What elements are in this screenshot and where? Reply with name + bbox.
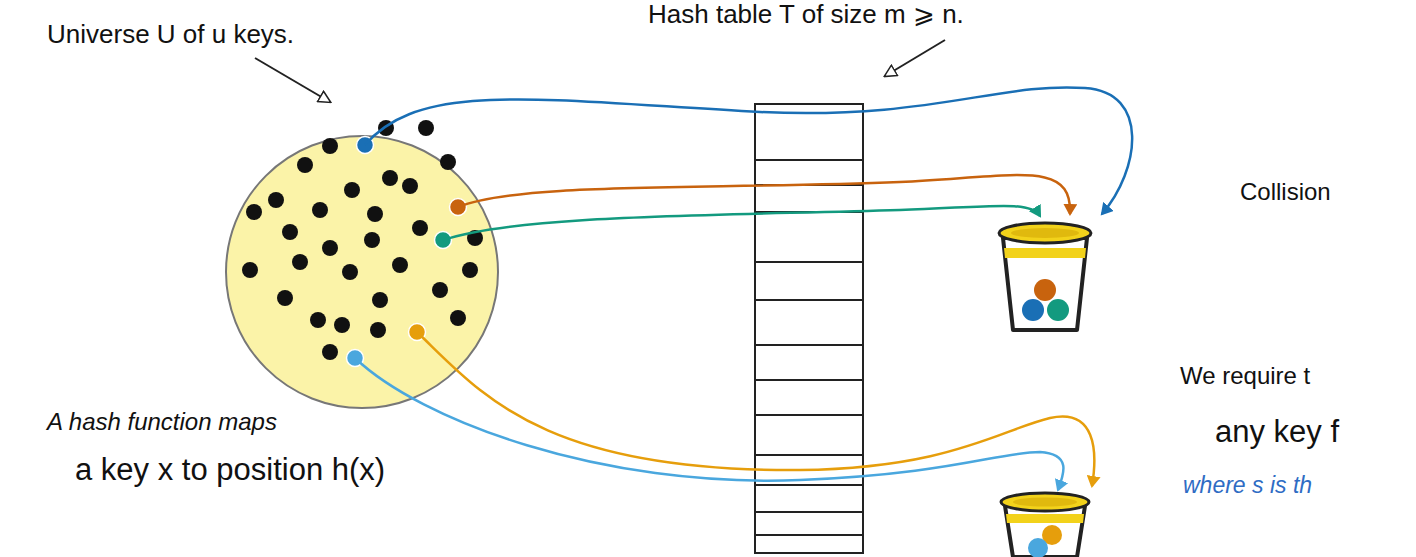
hash-caption: A hash function maps bbox=[47, 408, 277, 436]
key-dot bbox=[322, 344, 338, 360]
hash-table bbox=[755, 104, 863, 553]
key-dot bbox=[370, 322, 386, 338]
key-dots bbox=[242, 120, 483, 367]
note-text: We require t bbox=[1180, 362, 1310, 390]
key-dot bbox=[246, 204, 262, 220]
universe-label: Universe U of u keys. bbox=[47, 20, 294, 50]
note-text: Collision bbox=[1240, 178, 1331, 206]
key-dot bbox=[242, 262, 258, 278]
key-dot bbox=[432, 282, 448, 298]
note-text: any key f bbox=[1215, 414, 1339, 450]
key-dot bbox=[268, 192, 284, 208]
hash-caption: a key x to position h(x) bbox=[75, 452, 385, 488]
key-dot bbox=[440, 154, 456, 170]
key-dot bbox=[392, 257, 408, 273]
key-dot bbox=[342, 264, 358, 280]
key-dot bbox=[322, 138, 338, 154]
key-dot bbox=[450, 310, 466, 326]
key-dot bbox=[312, 202, 328, 218]
key-dot bbox=[322, 240, 338, 256]
universe-circle bbox=[226, 136, 498, 408]
key-dot bbox=[277, 290, 293, 306]
key-dot bbox=[344, 182, 360, 198]
key-dot bbox=[412, 220, 428, 236]
note-text: where s is th bbox=[1183, 472, 1312, 498]
key-dot bbox=[297, 157, 313, 173]
key-dot bbox=[372, 292, 388, 308]
key-dot bbox=[310, 312, 326, 328]
table-label: Hash table T of size m ⩾ n. bbox=[648, 0, 964, 30]
key-dot bbox=[282, 224, 298, 240]
key-dot bbox=[418, 120, 434, 136]
key-dot bbox=[334, 317, 350, 333]
callout-arrow bbox=[885, 40, 945, 76]
key-dot bbox=[367, 206, 383, 222]
bucket bbox=[1001, 493, 1089, 557]
key-dot bbox=[462, 262, 478, 278]
key-dot bbox=[382, 170, 398, 186]
callout-arrow bbox=[255, 58, 330, 102]
bucket bbox=[999, 223, 1091, 330]
hash-arrows bbox=[355, 87, 1132, 490]
key-dot bbox=[364, 232, 380, 248]
key-dot bbox=[402, 178, 418, 194]
key-dot bbox=[292, 254, 308, 270]
